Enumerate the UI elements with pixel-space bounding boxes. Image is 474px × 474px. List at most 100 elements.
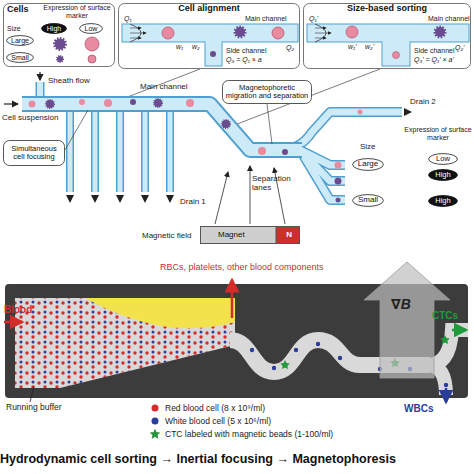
ctc-arrow	[452, 329, 466, 332]
pole-label: N	[286, 231, 292, 240]
marker-ellipse: Small	[352, 194, 384, 207]
annotation-label: Q₃' = Q₁' × a'	[414, 56, 454, 64]
microchannel	[22, 82, 402, 200]
ellipse-outline	[429, 170, 458, 181]
marker-ellipse: High	[428, 195, 458, 207]
leader-line	[65, 110, 88, 150]
annotation-label: Side channel	[226, 47, 266, 55]
node-label: Low	[436, 155, 450, 163]
annotation-label: Size	[360, 142, 376, 151]
rbc-stream	[85, 298, 235, 328]
annotation-label: Q₁	[124, 15, 132, 23]
annotation-label: Q₁'	[309, 15, 318, 23]
node-label: Large	[11, 37, 29, 45]
node-label: Magnetophoretic migration and separation	[224, 84, 310, 101]
inset-background	[3, 3, 115, 67]
figure-caption: Hydrodynamic cell sorting → Inertial foc…	[0, 452, 474, 466]
rounded-box-outline	[119, 4, 300, 69]
magnet-north-pole	[276, 227, 300, 244]
marker-ellipse: High	[41, 23, 67, 34]
cell-icon	[55, 39, 66, 50]
marker-ellipse: Low	[428, 153, 458, 165]
callout-box: Simultaneous cell focusing	[3, 140, 65, 166]
annotation-label: Separation lanes	[252, 174, 297, 192]
marker-ellipse: Small	[6, 52, 34, 63]
annotation-label: Side channel	[414, 47, 454, 55]
annotation-label: ∇B	[391, 296, 411, 312]
legend-row: Red blood cell (8 x 10⁹/ml)	[150, 403, 265, 413]
inlet-arrow	[4, 103, 18, 104]
inlet-arrow	[39, 72, 40, 80]
legend-text: CTC labeled with magnetic beads (1-100/m…	[165, 429, 333, 439]
legend-text: White blood cell (5 x 10⁶/ml)	[165, 416, 271, 426]
rbc-arrow	[231, 280, 234, 318]
wbc-arrow	[445, 388, 448, 402]
annotation-label: Expression of surface marker	[404, 126, 472, 142]
callout-box: Cell alignment	[118, 3, 300, 69]
annotation-label: w₂'	[365, 43, 374, 51]
rounded-box-outline	[4, 141, 65, 166]
annotation-label: Magnetic field	[142, 231, 191, 240]
node-label: Small	[358, 196, 378, 205]
node-label: High	[435, 197, 450, 205]
ellipse-outline	[353, 195, 384, 207]
annotation-label: RBCs, platelets, other blood components	[160, 262, 324, 272]
node-label: Simultaneous cell focusing	[5, 145, 63, 162]
ellipse-outline	[353, 159, 384, 171]
ellipse-outline	[429, 196, 458, 207]
ellipse-outline	[42, 24, 67, 34]
node-label: High	[435, 171, 450, 179]
annotation-label: Running buffer	[6, 403, 62, 413]
magnet-bar: Magnet N	[200, 226, 300, 244]
annotation-label: Q₃ = Q₁ × a	[226, 56, 262, 64]
legend-swatch	[150, 403, 160, 413]
annotation-label: Main channel	[245, 15, 287, 23]
annotation-label: Blood	[4, 304, 32, 316]
annotation-label: Size	[7, 25, 21, 33]
cell-icon	[88, 55, 96, 63]
annotation-label: Main channel	[428, 15, 470, 23]
legend-dot	[152, 418, 159, 425]
annotation-label: Drain 2	[410, 97, 436, 106]
drain-arrows	[66, 108, 412, 203]
node-label: Cell alignment	[122, 4, 296, 14]
annotation-label: w₁'	[348, 43, 357, 51]
blood-cells	[15, 298, 235, 388]
annotation-label: w₁	[176, 43, 183, 51]
inset-channel	[307, 24, 469, 66]
magnet-body	[201, 227, 300, 244]
legend-dot	[152, 405, 159, 412]
node-label: Magnet	[218, 231, 245, 240]
node-label: Large	[358, 160, 378, 169]
annotation-label: WBCs	[404, 403, 433, 415]
annotation-label: w₂	[192, 43, 200, 51]
marker-ellipse: Low	[79, 23, 103, 34]
ellipse-outline	[429, 154, 458, 165]
inlet-chamber	[15, 298, 235, 388]
rounded-box-outline	[223, 81, 312, 104]
legend-star	[150, 430, 159, 439]
blood-arrow	[4, 321, 22, 324]
cells-in-channel	[29, 99, 363, 203]
node-label: Size-based sorting	[307, 4, 467, 14]
rounded-box-outline	[4, 4, 115, 67]
node-label: Small	[11, 54, 29, 62]
leader-line	[30, 386, 34, 402]
node-label: Cells	[7, 5, 111, 15]
ellipse-outline	[7, 53, 34, 63]
leader-line	[125, 69, 200, 98]
annotation-label: Sheath flow	[48, 76, 90, 85]
marker-ellipse: High	[428, 169, 458, 181]
annotation-label: Drain 1	[180, 197, 206, 206]
node-label: Low	[85, 25, 98, 33]
callout-box: Magnetophoretic migration and separation	[222, 80, 312, 104]
legend-row: CTC labeled with magnetic beads (1-100/m…	[150, 429, 333, 439]
annotation-label: Q₂	[286, 44, 294, 52]
inset-channel	[122, 24, 298, 66]
leader-line	[267, 104, 272, 144]
legend-swatch	[150, 429, 160, 439]
annotation-label: Cell suspension	[2, 113, 58, 122]
legend-swatch	[150, 416, 160, 426]
ellipse-outline	[80, 24, 103, 34]
